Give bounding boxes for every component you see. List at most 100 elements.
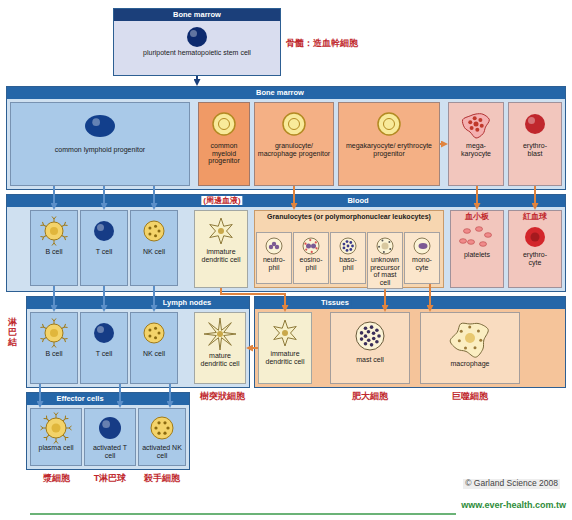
cell-drawing <box>158 332 161 335</box>
chinese-note: 樹突狀細胞 <box>200 391 245 401</box>
chinese-note: T淋巴球 <box>94 473 127 483</box>
cell-drawing <box>306 244 311 249</box>
cell-label: B cell <box>45 350 62 358</box>
cell-icon <box>142 412 182 444</box>
cell-drawing <box>346 249 349 252</box>
cell-drawing <box>94 323 114 343</box>
cell-drawing <box>304 243 306 245</box>
cell-drawing <box>470 126 474 130</box>
region-band: Bone marrow pluripotent hematopoietic ste… <box>113 8 281 76</box>
cell-label: activated NK cell <box>141 444 183 459</box>
cell-label: granulocyte/ macrophage progenitor <box>257 142 331 157</box>
cell-drawing <box>460 330 463 333</box>
group-title: Granulocytes (or polymorphonuclear leuko… <box>255 211 443 223</box>
cell-drawing <box>163 421 166 424</box>
cell-icon <box>512 106 558 142</box>
arrow-connector <box>39 384 41 403</box>
cell-drawing <box>144 323 164 343</box>
cell-drawing <box>377 334 381 338</box>
label-anchor: 淋巴結 <box>8 318 17 348</box>
cell-drawing <box>52 217 56 223</box>
cell-drawing <box>61 234 68 240</box>
stem-cell: pluripotent hematopoietic stem cell <box>140 22 254 74</box>
cell-label: erythro- cyte <box>517 251 553 266</box>
label-anchor: www.ever-health.com.tw <box>461 500 566 510</box>
cell-icon <box>84 316 124 350</box>
cell-box: B cell <box>30 312 78 384</box>
cell-box: activated NK cell <box>138 408 186 466</box>
chinese-note: 巨噬細胞 <box>452 391 488 401</box>
cell-icon <box>34 316 74 350</box>
cell-drawing <box>62 434 69 441</box>
cell-box: baso- phil <box>330 232 366 284</box>
cell-icon <box>452 106 500 142</box>
cell-drawing <box>528 117 535 124</box>
cell-label: B cell <box>45 248 62 256</box>
cell-drawing <box>45 222 63 240</box>
cell-drawing <box>382 243 389 250</box>
cell-drawing <box>92 118 100 126</box>
cell-drawing <box>102 420 110 428</box>
region-title: Bone marrow <box>171 10 223 20</box>
watermark: www.ever-health.com.tw <box>461 500 566 510</box>
label-anchor: 紅血球 <box>523 212 547 221</box>
arrow-connector <box>384 289 386 307</box>
cell-icon <box>198 214 244 248</box>
cell-box: immature dendritic cell <box>194 210 248 288</box>
cell-drawing <box>315 247 317 249</box>
cell-icon <box>198 316 242 352</box>
cell-drawing <box>531 233 540 242</box>
cell-label: activated T cell <box>87 444 133 459</box>
cell-drawing <box>40 234 47 240</box>
cell-drawing <box>97 224 104 231</box>
label-anchor: 骨髓：造血幹細胞 <box>286 38 358 48</box>
chinese-note: 骨髓：造血幹細胞 <box>286 38 358 48</box>
cell-drawing <box>464 229 471 234</box>
label-anchor: 肥大細胞 <box>352 391 388 401</box>
cell-drawing <box>210 218 233 244</box>
cell-drawing <box>315 241 317 243</box>
cell-box: B cell <box>30 210 78 286</box>
cell-drawing <box>388 241 390 243</box>
region-title: Effector cells <box>54 394 105 404</box>
cell-drawing <box>525 227 545 247</box>
cell-label: T cell <box>96 248 113 256</box>
chinese-note: 淋巴結 <box>8 318 17 348</box>
cell-drawing <box>187 27 207 47</box>
cell-drawing <box>480 124 484 128</box>
label-anchor: T淋巴球 <box>94 473 127 483</box>
cell-box: macrophage <box>420 312 520 384</box>
cell-drawing <box>465 333 475 343</box>
cell-drawing <box>479 339 482 342</box>
cell-drawing <box>370 325 374 329</box>
cell-drawing <box>283 113 305 135</box>
cell-drawing <box>468 240 475 245</box>
cell-drawing <box>163 432 166 435</box>
region-band: Tissuesimmature dendritic cellmast cellm… <box>254 296 566 388</box>
arrow-connector <box>293 186 295 205</box>
cell-drawing <box>450 323 488 357</box>
cell-icon <box>342 106 436 142</box>
cell-drawing <box>148 232 151 235</box>
cell-icon <box>424 316 516 360</box>
cell-label: mature dendritic cell <box>197 352 243 367</box>
arrow-connector <box>119 384 121 403</box>
cell-drawing <box>474 122 479 127</box>
cell-drawing <box>360 337 364 341</box>
cell-label: erythro- blast <box>517 142 553 157</box>
cell-drawing <box>45 324 63 342</box>
cell-drawing <box>364 334 368 338</box>
cell-label: neutro- phil <box>260 256 288 271</box>
cell-drawing <box>148 227 151 230</box>
cell-drawing <box>464 347 467 350</box>
cell-drawing <box>44 416 51 423</box>
cell-box: erythro- blast <box>508 102 562 186</box>
cell-icon <box>34 214 74 248</box>
cell-drawing <box>384 119 395 130</box>
cell-icon <box>34 412 78 444</box>
cell-drawing <box>389 248 391 250</box>
cell-drawing <box>468 120 472 124</box>
cell-drawing <box>305 249 307 251</box>
